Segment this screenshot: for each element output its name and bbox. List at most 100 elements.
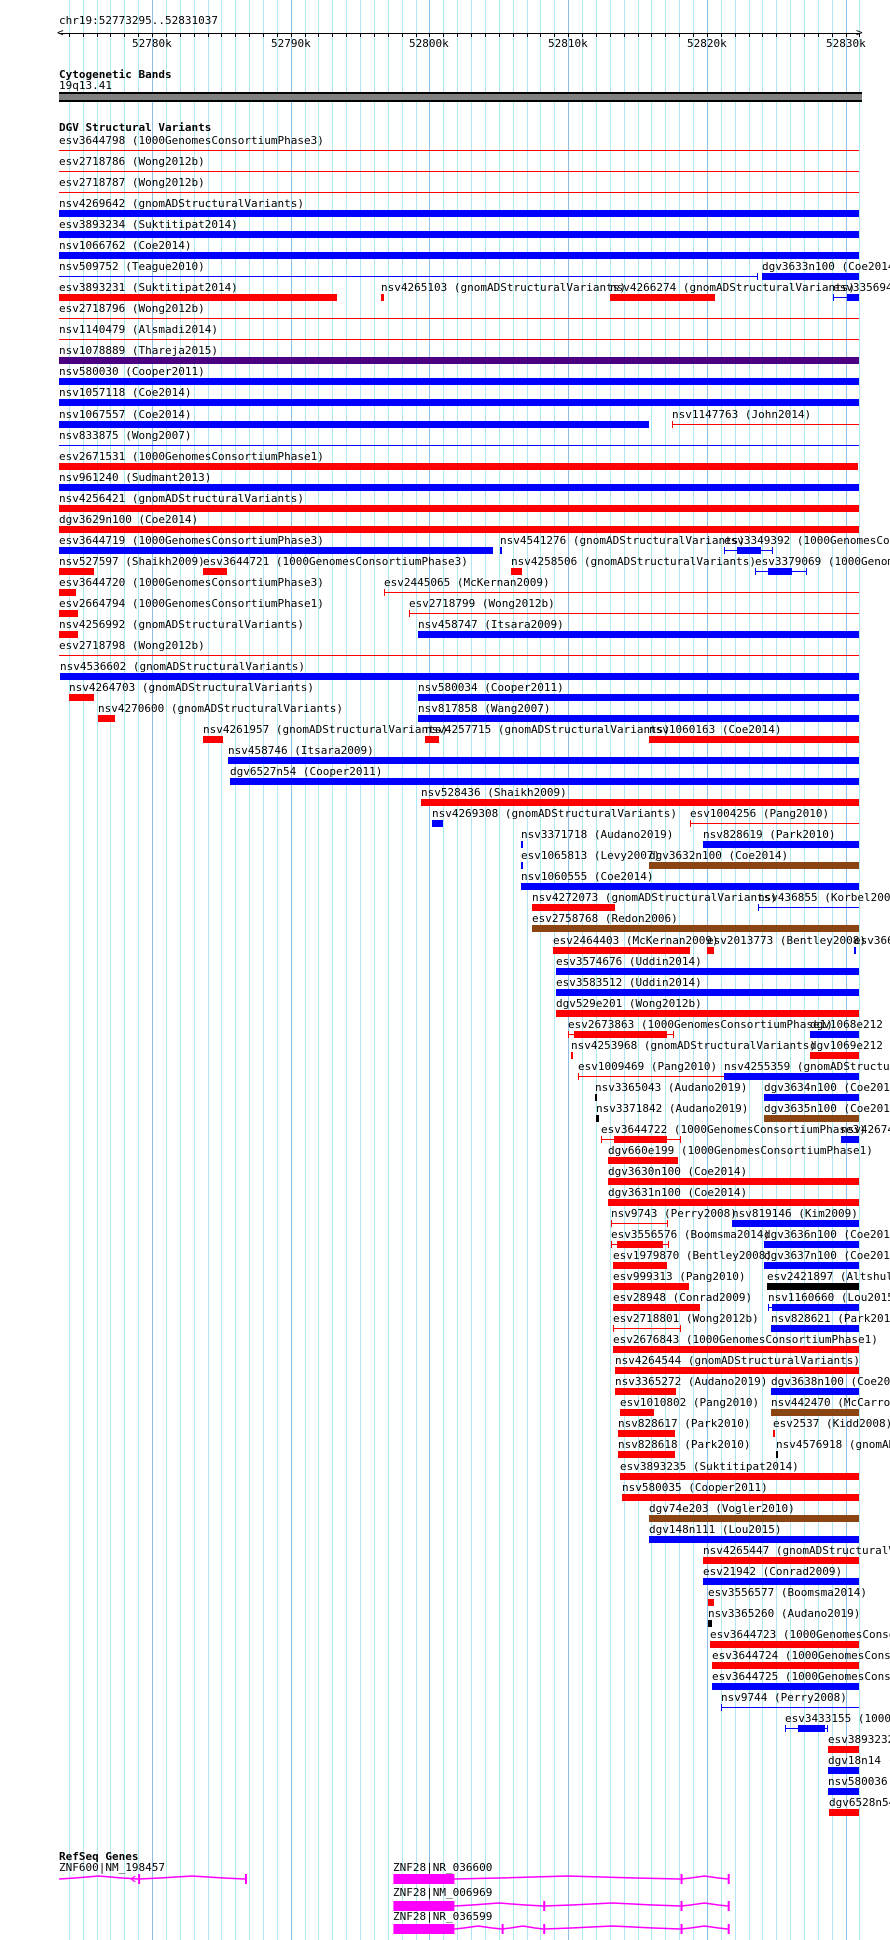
variant-label[interactable]: nsv1078889 (Thareja2015) bbox=[59, 344, 218, 357]
variant-label[interactable]: dgv3634n100 (Coe2014) bbox=[764, 1081, 890, 1094]
variant-label[interactable]: nsv828619 (Park2010) bbox=[703, 828, 836, 841]
variant-label[interactable]: dgv18n14 (( bbox=[828, 1754, 890, 1767]
variant-label[interactable]: esv2718787 (Wong2012b) bbox=[59, 176, 205, 189]
variant-label[interactable]: dgv74e203 (Vogler2010) bbox=[649, 1502, 795, 1515]
variant-label[interactable]: nsv828618 (Park2010) bbox=[618, 1438, 751, 1451]
variant-label[interactable]: dgv660e199 (1000GenomesConsortiumPhase1) bbox=[608, 1144, 873, 1157]
variant-bar[interactable] bbox=[847, 294, 859, 301]
variant-label[interactable]: nsv442470 (McCarroll bbox=[771, 1396, 890, 1409]
variant-label[interactable]: dgv3631n100 (Coe2014) bbox=[608, 1186, 748, 1199]
dgv-track-title[interactable]: DGV Structural Variants bbox=[59, 121, 212, 134]
variant-label[interactable]: dgv3633n100 (Coe2014) bbox=[762, 260, 890, 273]
variant-bar[interactable] bbox=[764, 1262, 859, 1269]
variant-bar[interactable] bbox=[613, 1304, 700, 1311]
variant-bar[interactable] bbox=[829, 1809, 859, 1816]
variant-label[interactable]: nsv436855 (Korbel2007) bbox=[758, 891, 890, 904]
variant-label[interactable]: nsv1066762 (Coe2014) bbox=[59, 239, 192, 252]
variant-label[interactable]: nsv4536602 (gnomADStructuralVariants) bbox=[60, 660, 306, 673]
variant-bar[interactable] bbox=[59, 399, 859, 406]
variant-label[interactable]: esv2718798 (Wong2012b) bbox=[59, 639, 205, 652]
variant-label[interactable]: nsv819146 (Kim2009) bbox=[732, 1207, 858, 1220]
variant-label[interactable]: nsv4576918 (gnomADS bbox=[776, 1438, 890, 1451]
variant-bar[interactable] bbox=[854, 947, 856, 954]
variant-bar[interactable] bbox=[649, 862, 859, 869]
variant-bar[interactable] bbox=[768, 568, 792, 575]
variant-bar[interactable] bbox=[595, 1094, 597, 1101]
variant-bar[interactable] bbox=[828, 1746, 859, 1753]
variant-label[interactable]: nsv9744 (Perry2008) bbox=[721, 1691, 847, 1704]
variant-label[interactable]: nsv961240 (Sudmant2013) bbox=[59, 471, 212, 484]
gene-label[interactable]: ZNF28|NM_006969 bbox=[393, 1886, 493, 1899]
variant-bar[interactable] bbox=[776, 1451, 778, 1458]
variant-label[interactable]: nsv4265103 (gnomADStructuralVariants) bbox=[381, 281, 627, 294]
variant-label[interactable]: nsv4261957 (gnomADStructuralVariants) bbox=[203, 723, 449, 736]
variant-label[interactable]: esv3583512 (Uddin2014) bbox=[556, 976, 702, 989]
variant-bar[interactable] bbox=[608, 1199, 859, 1206]
variant-bar[interactable] bbox=[511, 568, 522, 575]
variant-label[interactable]: nsv1140479 (Alsmadi2014) bbox=[59, 323, 218, 336]
variant-label[interactable]: esv28948 (Conrad2009) bbox=[613, 1291, 753, 1304]
variant-bar[interactable] bbox=[712, 1683, 859, 1690]
variant-line[interactable] bbox=[59, 339, 859, 340]
gene-exon[interactable] bbox=[680, 1874, 683, 1884]
variant-bar[interactable] bbox=[571, 1052, 573, 1059]
variant-bar[interactable] bbox=[703, 841, 859, 848]
variant-label[interactable]: nsv4255359 (gnomADStructural bbox=[724, 1060, 890, 1073]
variant-bar[interactable] bbox=[421, 799, 859, 806]
variant-bar[interactable] bbox=[649, 1515, 859, 1522]
variant-label[interactable]: esv1009469 (Pang2010) bbox=[578, 1060, 718, 1073]
gene-exon[interactable] bbox=[501, 1924, 504, 1934]
variant-bar[interactable] bbox=[772, 1304, 859, 1311]
variant-label[interactable]: nsv4269642 (gnomADStructuralVariants) bbox=[59, 197, 305, 210]
variant-label[interactable]: nsv458746 (Itsara2009) bbox=[228, 744, 374, 757]
variant-label[interactable]: esv2718799 (Wong2012b) bbox=[409, 597, 555, 610]
variant-line[interactable] bbox=[59, 655, 859, 656]
variant-label[interactable]: nsv817858 (Wang2007) bbox=[418, 702, 551, 715]
variant-bar[interactable] bbox=[764, 1094, 859, 1101]
variant-bar[interactable] bbox=[418, 694, 859, 701]
variant-bar[interactable] bbox=[203, 568, 227, 575]
gene-exon[interactable] bbox=[727, 1874, 730, 1884]
variant-label[interactable]: nsv4270600 (gnomADStructuralVariants) bbox=[98, 702, 344, 715]
ruler-right-arrow-icon[interactable]: > bbox=[856, 26, 863, 39]
variant-label[interactable]: esv2464403 (McKernan2009) bbox=[553, 934, 719, 947]
ruler-left-arrow-icon[interactable]: < bbox=[57, 26, 64, 39]
variant-label[interactable]: esv1004256 (Pang2010) bbox=[690, 807, 830, 820]
variant-label[interactable]: esv3556577 (Boomsma2014) bbox=[708, 1586, 867, 1599]
variant-bar[interactable] bbox=[810, 1052, 859, 1059]
variant-bar[interactable] bbox=[59, 231, 859, 238]
variant-line[interactable] bbox=[578, 1076, 724, 1077]
variant-bar[interactable] bbox=[613, 1346, 859, 1353]
variant-label[interactable]: nsv3365272 (Audano2019) bbox=[615, 1375, 768, 1388]
variant-label[interactable]: nsv1060555 (Coe2014) bbox=[521, 870, 654, 883]
variant-bar[interactable] bbox=[614, 1136, 667, 1143]
variant-label[interactable]: esv2718786 (Wong2012b) bbox=[59, 155, 205, 168]
variant-bar[interactable] bbox=[521, 883, 859, 890]
variant-bar[interactable] bbox=[617, 1241, 663, 1248]
variant-label[interactable]: nsv4541276 (gnomADStructuralVariants) bbox=[500, 534, 746, 547]
variant-label[interactable]: nsv4265447 (gnomADStructuralVar bbox=[703, 1544, 890, 1557]
variant-label[interactable]: nsv528436 (Shaikh2009) bbox=[421, 786, 567, 799]
variant-label[interactable]: nsv833875 (Wong2007) bbox=[59, 429, 192, 442]
gene-exon[interactable] bbox=[727, 1901, 730, 1911]
variant-bar[interactable] bbox=[771, 1409, 859, 1416]
variant-line[interactable] bbox=[833, 297, 859, 298]
variant-bar[interactable] bbox=[230, 778, 859, 785]
variant-label[interactable]: esv3644725 (1000GenomesConsort bbox=[712, 1670, 890, 1683]
gene-exon[interactable] bbox=[393, 1924, 455, 1934]
variant-label[interactable]: esv3644720 (1000GenomesConsortiumPhase3) bbox=[59, 576, 324, 589]
variant-label[interactable]: nsv527597 (Shaikh2009) bbox=[59, 555, 205, 568]
gene-exon[interactable] bbox=[393, 1874, 455, 1884]
variant-bar[interactable] bbox=[69, 694, 94, 701]
variant-bar[interactable] bbox=[59, 610, 78, 617]
variant-bar[interactable] bbox=[418, 715, 859, 722]
variant-bar[interactable] bbox=[737, 547, 761, 554]
variant-label[interactable]: esv21942 (Conrad2009) bbox=[703, 1565, 843, 1578]
variant-bar[interactable] bbox=[798, 1725, 825, 1732]
variant-line[interactable] bbox=[59, 445, 859, 446]
variant-bar[interactable] bbox=[764, 1241, 859, 1248]
variant-bar[interactable] bbox=[532, 904, 615, 911]
gene-label[interactable]: ZNF28|NR_036599 bbox=[393, 1910, 493, 1923]
variant-line[interactable] bbox=[409, 613, 859, 614]
variant-bar[interactable] bbox=[59, 357, 859, 364]
